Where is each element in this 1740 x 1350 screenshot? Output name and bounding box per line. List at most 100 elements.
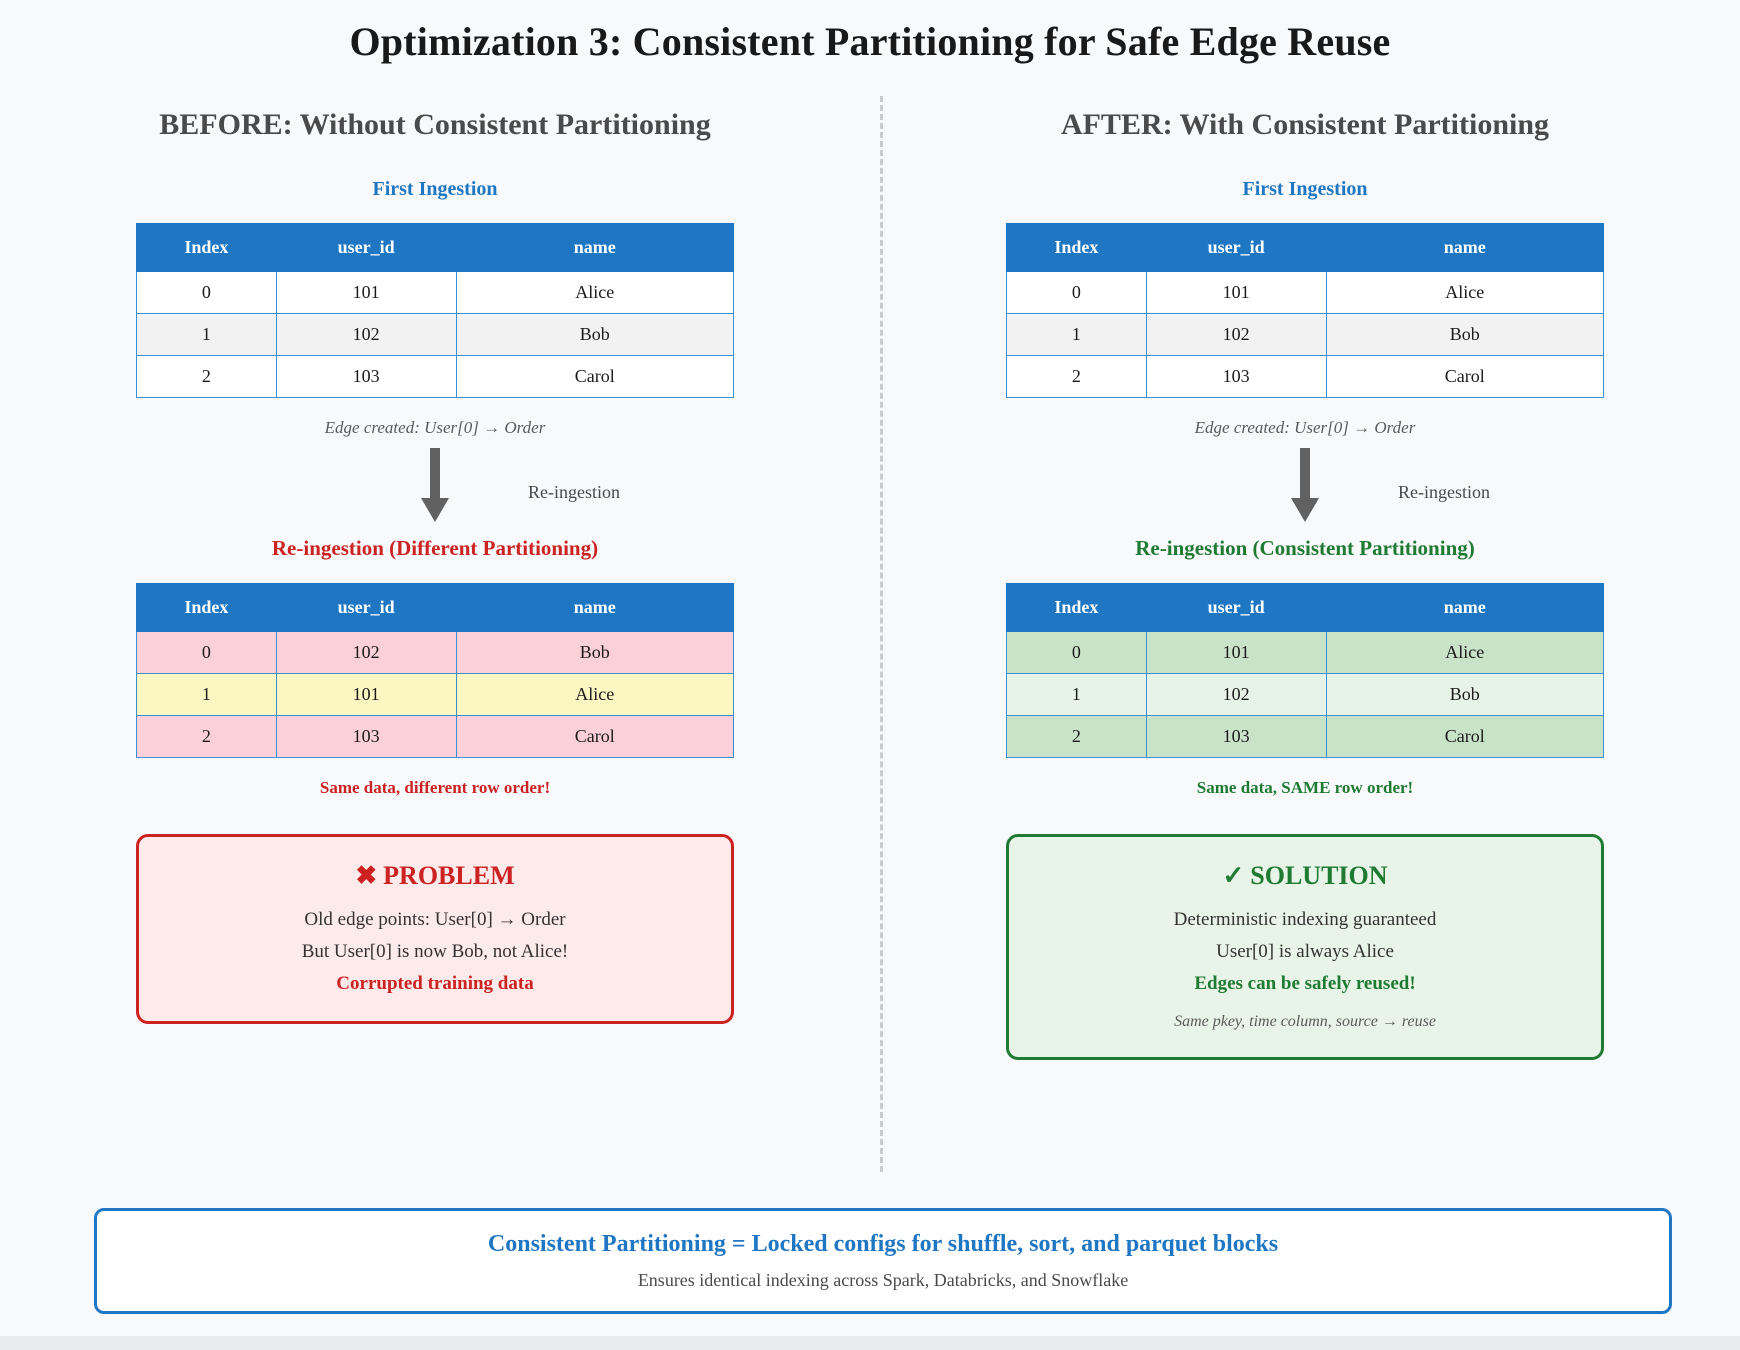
column-header-user-id: user_id [275, 223, 457, 272]
before-column-header: BEFORE: Without Consistent Partitioning [159, 108, 711, 141]
after-column: AFTER: With Consistent Partitioning Firs… [870, 108, 1740, 1060]
cell-index: 2 [136, 355, 277, 398]
after-second-table: Index user_id name 0 101 Alice 1 102 Bob [1006, 583, 1604, 758]
cell-user-id: 101 [1145, 631, 1327, 674]
column-header-index: Index [136, 223, 277, 272]
solution-callout: ✓SOLUTION Deterministic indexing guarant… [1006, 834, 1604, 1060]
cell-name: Carol [455, 715, 734, 758]
cell-user-id: 101 [1145, 271, 1327, 314]
table-row: 0 102 Bob [136, 631, 734, 674]
table-row: 1 101 Alice [136, 673, 734, 716]
cell-index: 2 [136, 715, 277, 758]
cell-name: Bob [455, 313, 734, 356]
problem-callout-title: ✖PROBLEM [157, 861, 713, 891]
table-header-row: Index user_id name [1006, 223, 1604, 272]
before-row-order-note: Same data, different row order! [319, 778, 551, 797]
after-row-order-note: Same data, SAME row order! [1196, 778, 1414, 797]
after-column-header: AFTER: With Consistent Partitioning [1060, 108, 1550, 141]
footer-banner: Consistent Partitioning = Locked configs… [94, 1208, 1672, 1314]
cell-index: 2 [1006, 715, 1147, 758]
solution-callout-title-text: SOLUTION [1250, 861, 1388, 890]
after-arrow-label: Re-ingestion [1398, 482, 1490, 502]
cell-name: Bob [1325, 313, 1604, 356]
solution-callout-line: Deterministic indexing guaranteed [1173, 909, 1437, 930]
problem-callout-title-text: PROBLEM [383, 861, 515, 890]
solution-callout-strong: Edges can be safely reused! [1194, 973, 1416, 994]
table-row: 0 101 Alice [136, 271, 734, 314]
table-row: 1 102 Bob [136, 313, 734, 356]
table-header-row: Index user_id name [136, 223, 734, 272]
table-row: 0 101 Alice [1006, 271, 1604, 314]
cell-user-id: 103 [275, 355, 457, 398]
cell-index: 1 [136, 673, 277, 716]
column-header-user-id: user_id [275, 583, 457, 632]
cell-name: Alice [455, 673, 734, 716]
cell-user-id: 102 [1145, 673, 1327, 716]
cell-index: 2 [1006, 355, 1147, 398]
after-edge-created-note: Edge created: User[0] → Order [1194, 418, 1416, 437]
after-reingestion-label: Re-ingestion (Consistent Partitioning) [1135, 536, 1475, 560]
column-header-user-id: user_id [1145, 223, 1327, 272]
table-row: 0 101 Alice [1006, 631, 1604, 674]
cell-index: 0 [1006, 271, 1147, 314]
table-header-row: Index user_id name [136, 583, 734, 632]
solution-callout-line: User[0] is always Alice [1216, 941, 1394, 962]
column-header-user-id: user_id [1145, 583, 1327, 632]
cell-user-id: 103 [1145, 715, 1327, 758]
cell-user-id: 101 [275, 271, 457, 314]
cell-index: 1 [136, 313, 277, 356]
column-header-name: name [1325, 223, 1604, 272]
table-row: 2 103 Carol [136, 715, 734, 758]
table-row: 1 102 Bob [1006, 673, 1604, 716]
cell-user-id: 102 [275, 631, 457, 674]
table-header-row: Index user_id name [1006, 583, 1604, 632]
page-title: Optimization 3: Consistent Partitioning … [349, 19, 1391, 64]
cell-user-id: 103 [1145, 355, 1327, 398]
solution-callout-italic-note: Same pkey, time column, source → reuse [1174, 1013, 1436, 1030]
cell-index: 1 [1006, 673, 1147, 716]
down-arrow-icon [1291, 448, 1319, 522]
vertical-divider [880, 96, 883, 1172]
cell-name: Bob [1325, 673, 1604, 716]
after-first-ingestion-label: First Ingestion [1242, 178, 1368, 200]
before-edge-created-note: Edge created: User[0] → Order [324, 418, 546, 437]
column-header-index: Index [136, 583, 277, 632]
down-arrow-icon [421, 448, 449, 522]
column-header-index: Index [1006, 223, 1147, 272]
solution-callout-title: ✓SOLUTION [1027, 861, 1583, 891]
after-arrow-block: Re-ingestion [1006, 448, 1604, 536]
before-second-table: Index user_id name 0 102 Bob 1 101 Alice [136, 583, 734, 758]
comparison-columns: BEFORE: Without Consistent Partitioning … [0, 108, 1740, 1060]
cell-name: Alice [455, 271, 734, 314]
problem-callout: ✖PROBLEM Old edge points: User[0] → Orde… [136, 834, 734, 1024]
column-header-index: Index [1006, 583, 1147, 632]
before-arrow-block: Re-ingestion [136, 448, 734, 536]
before-arrow-label: Re-ingestion [528, 482, 620, 502]
column-header-name: name [1325, 583, 1604, 632]
cell-user-id: 102 [275, 313, 457, 356]
after-first-table: Index user_id name 0 101 Alice 1 102 Bob [1006, 223, 1604, 398]
table-row: 2 103 Carol [1006, 715, 1604, 758]
cell-index: 1 [1006, 313, 1147, 356]
column-header-name: name [455, 583, 734, 632]
bottom-strip [0, 1336, 1740, 1350]
cell-index: 0 [136, 271, 277, 314]
cell-name: Carol [1325, 355, 1604, 398]
column-header-name: name [455, 223, 734, 272]
cell-user-id: 102 [1145, 313, 1327, 356]
cross-icon: ✖ [355, 861, 378, 890]
before-reingestion-label: Re-ingestion (Different Partitioning) [271, 536, 599, 560]
cell-index: 0 [136, 631, 277, 674]
footer-subtitle: Ensures identical indexing across Spark,… [637, 1270, 1129, 1290]
before-column: BEFORE: Without Consistent Partitioning … [0, 108, 870, 1060]
problem-callout-line: Old edge points: User[0] → Order [304, 909, 566, 930]
cell-name: Carol [1325, 715, 1604, 758]
cell-user-id: 101 [275, 673, 457, 716]
problem-callout-line: But User[0] is now Bob, not Alice! [301, 941, 569, 962]
footer-title: Consistent Partitioning = Locked configs… [487, 1231, 1279, 1257]
cell-name: Bob [455, 631, 734, 674]
cell-name: Alice [1325, 271, 1604, 314]
cell-user-id: 103 [275, 715, 457, 758]
table-row: 2 103 Carol [136, 355, 734, 398]
